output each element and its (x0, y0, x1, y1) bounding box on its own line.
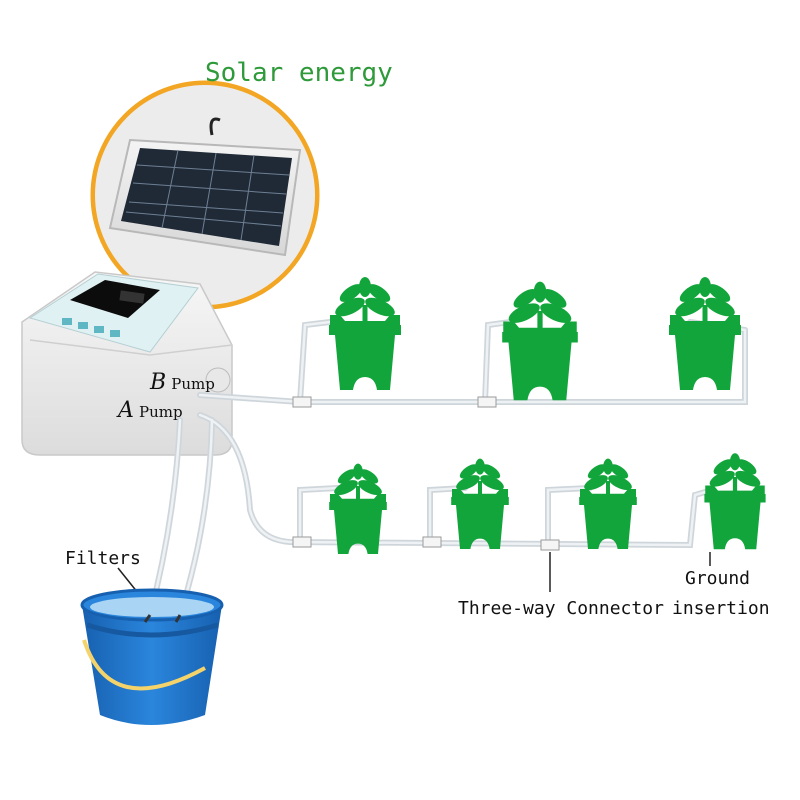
potted-plant-icon (329, 463, 387, 554)
controller-device-icon (21, 271, 233, 456)
ground-insertion-label-line2: insertion (672, 598, 770, 619)
potted-plant-icon (329, 277, 401, 390)
potted-plant-icon (451, 458, 509, 549)
solar-energy-label: Solar energy (205, 58, 393, 88)
potted-plant-icon (669, 277, 741, 390)
pump-b-label: B Pump (150, 370, 215, 395)
filters-label: Filters (65, 548, 141, 569)
pump-a-word: Pump (138, 403, 183, 421)
potted-plant-icon (704, 453, 766, 550)
plant-group (329, 277, 766, 554)
pump-a-label: A Pump (118, 398, 183, 423)
pump-a-letter: A (118, 398, 134, 423)
ground-insertion-label-line1: Ground (685, 568, 751, 589)
three-way-connector-icon (292, 396, 560, 551)
pump-b-letter: B (150, 370, 167, 395)
solar-panel-icon (90, 80, 320, 310)
pump-b-word: Pump (171, 375, 215, 393)
three-way-connector-label: Three-way Connector (458, 598, 664, 619)
potted-plant-icon (579, 458, 637, 549)
water-bucket-icon (80, 588, 224, 725)
water-tubes (147, 319, 748, 618)
potted-plant-icon (502, 281, 578, 401)
